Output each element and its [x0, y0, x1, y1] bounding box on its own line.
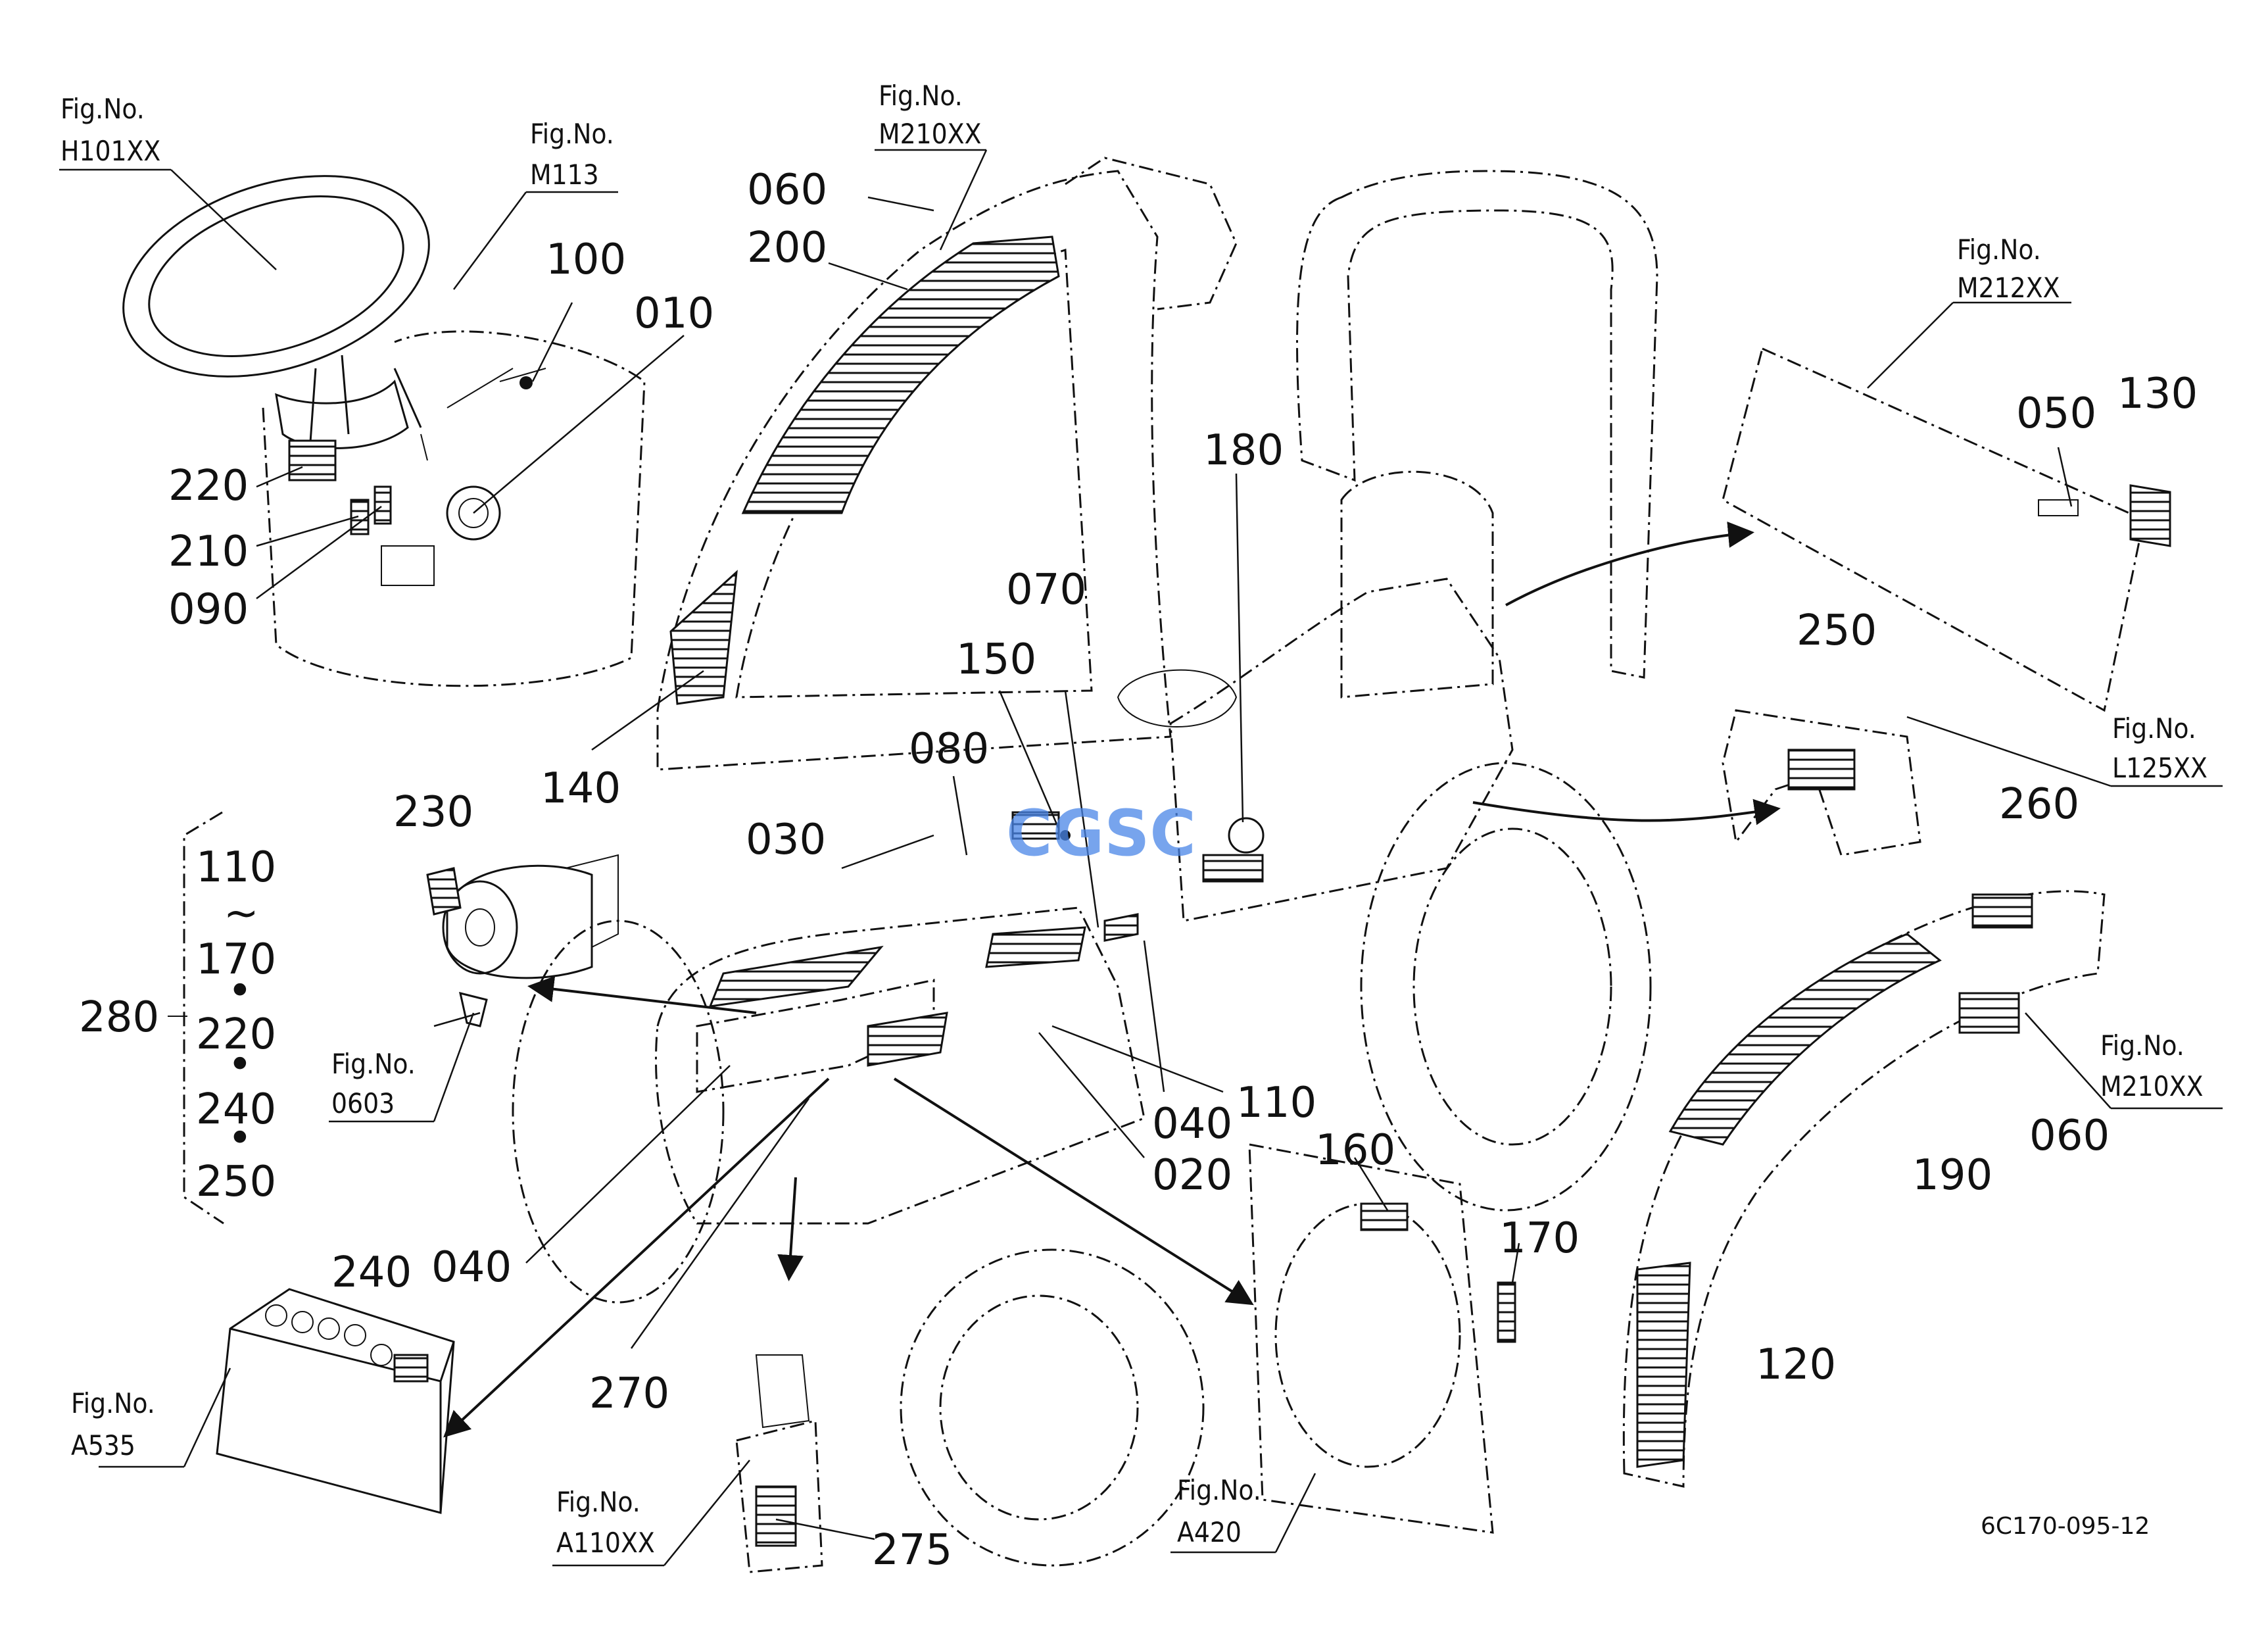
callout-130: 130: [2117, 370, 2198, 418]
callout-020: 020: [1152, 1151, 1232, 1200]
callout-010: 010: [634, 289, 714, 338]
fig-ref-m113: Fig.No. M113: [530, 118, 614, 191]
callout-100: 100: [546, 235, 626, 284]
callout-180: 180: [1203, 426, 1284, 475]
callout-230: 230: [393, 788, 473, 837]
fig-ref-line2: A535: [71, 1429, 135, 1462]
group-280-item: 170: [196, 935, 276, 984]
callout-170: 170: [1499, 1214, 1580, 1263]
fig-ref-line1: Fig.No.: [530, 118, 614, 150]
fig-ref-m210-right: Fig.No. M210XX: [2100, 1029, 2203, 1102]
callout-040: 040: [1152, 1100, 1232, 1148]
group-280-item: •: [228, 1114, 253, 1163]
fig-ref-a110: Fig.No. A110XX: [556, 1486, 655, 1559]
callout-275: 275: [872, 1526, 952, 1575]
fig-ref-line1: Fig.No.: [2100, 1029, 2184, 1062]
radiator-shroud: [1248, 1143, 1516, 1534]
fig-ref-line1: Fig.No.: [1177, 1474, 1261, 1506]
callout-250: 250: [1797, 606, 1877, 655]
callout-070: 070: [1006, 566, 1086, 614]
fender: [1622, 890, 2106, 1488]
callout-060: 060: [747, 166, 827, 214]
fig-ref-line2: A420: [1177, 1516, 1242, 1548]
drawing-code: 6C170-095-12: [1981, 1513, 2150, 1540]
fig-ref-line2: M210XX: [2100, 1070, 2203, 1102]
fig-ref-l125: Fig.No. L125XX: [2112, 712, 2208, 784]
hood-side-panel: [656, 157, 1238, 771]
watermark: CGSC: [1006, 797, 1196, 870]
callout-240: 240: [331, 1248, 412, 1297]
group-280-item: 240: [196, 1085, 276, 1134]
fig-ref-0603: Fig.No. 0603: [331, 1048, 416, 1119]
callout-190: 190: [1912, 1151, 1992, 1200]
callout-090: 090: [168, 585, 249, 634]
fig-ref-line1: Fig.No.: [1957, 234, 2041, 266]
fig-ref-line2: H101XX: [60, 135, 160, 167]
fig-ref-line1: Fig.No.: [556, 1486, 640, 1518]
fig-ref-line2: L125XX: [2112, 752, 2208, 784]
fig-ref-a420: Fig.No. A420: [1177, 1474, 1261, 1548]
callout-040: 040: [431, 1243, 512, 1292]
fig-ref-m212: Fig.No. M212XX: [1957, 234, 2060, 304]
fig-ref-a535: Fig.No. A535: [71, 1387, 155, 1462]
group-280-item: •: [228, 967, 253, 1016]
tractor-body: [512, 170, 1658, 1567]
group-280: 280 110 ~ 170 • 220 • 240 • 250: [79, 843, 276, 1206]
fig-ref-line2: M210XX: [879, 118, 981, 150]
callout-260: 260: [1999, 780, 2079, 829]
callout-050: 050: [2016, 389, 2096, 438]
callout-060: 060: [2029, 1112, 2110, 1160]
callout-numbers: 060 200 100 010 220 210 090 140 070 150 …: [168, 166, 2198, 1575]
fig-ref-line2: M212XX: [1957, 272, 2060, 304]
fig-ref-line1: Fig.No.: [2112, 712, 2196, 745]
callout-120: 120: [1756, 1340, 1836, 1389]
air-cleaner: [426, 854, 619, 1027]
callout-160: 160: [1315, 1126, 1395, 1175]
callout-220: 220: [168, 462, 249, 510]
callout-030: 030: [746, 816, 826, 864]
group-280-item: 220: [196, 1010, 276, 1059]
leader-lines: [59, 149, 2223, 1567]
fig-ref-line2: 0603: [331, 1087, 395, 1119]
group-280-item: ~: [224, 889, 259, 938]
fuel-filter: [735, 1354, 823, 1573]
group-280-label: 280: [79, 993, 159, 1042]
callout-270: 270: [589, 1369, 669, 1418]
fig-ref-line1: Fig.No.: [331, 1048, 416, 1080]
callout-080: 080: [909, 725, 989, 774]
pointer-arrows: [443, 521, 1781, 1438]
group-280-item: 250: [196, 1158, 276, 1206]
fig-ref-h101: Fig.No. H101XX: [60, 93, 160, 167]
callout-110: 110: [1236, 1079, 1316, 1127]
fig-ref-line1: Fig.No.: [879, 80, 963, 112]
fig-ref-m210-top: Fig.No. M210XX: [879, 80, 981, 150]
rear-bracket: [1722, 709, 1921, 856]
front-blade: [1722, 347, 2171, 712]
fig-ref-line1: Fig.No.: [60, 93, 145, 125]
callout-150: 150: [956, 635, 1036, 684]
group-280-bracket: [168, 811, 224, 1225]
fig-ref-line1: Fig.No.: [71, 1387, 155, 1419]
fig-ref-line2: M113: [530, 159, 599, 191]
battery: [216, 1288, 455, 1514]
group-280-item: 110: [196, 843, 276, 892]
fig-ref-line2: A110XX: [556, 1527, 655, 1559]
callout-210: 210: [168, 528, 249, 576]
callout-200: 200: [747, 224, 827, 272]
group-280-item: •: [228, 1041, 253, 1089]
watermark-text: CGSC: [1006, 797, 1196, 870]
callout-140: 140: [541, 764, 621, 813]
